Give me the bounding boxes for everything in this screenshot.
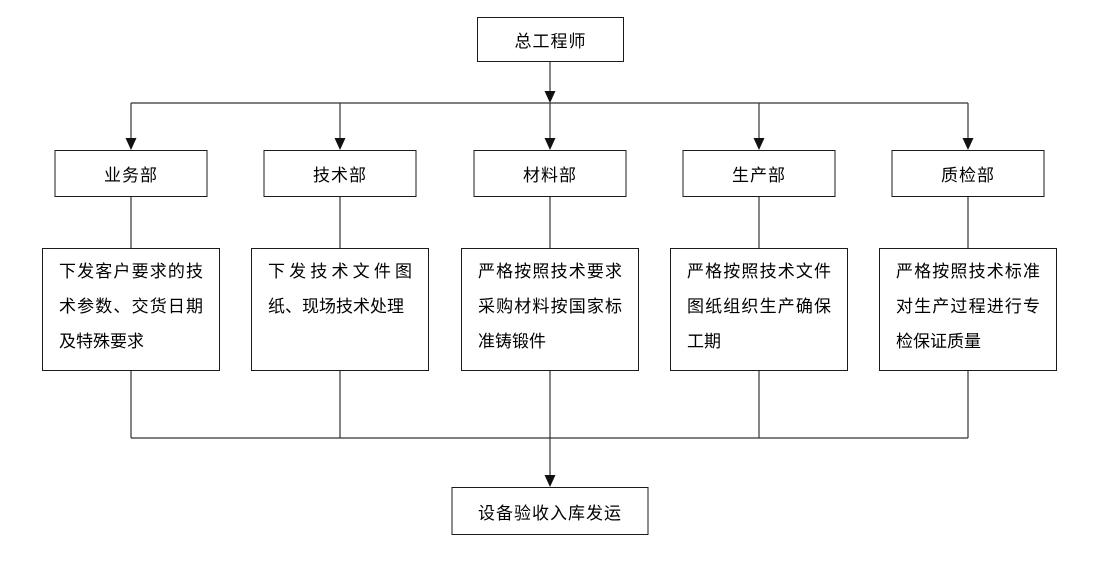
node-dept-quality-label: 质检部 [941, 166, 995, 185]
node-duty-materials: 严格按照技术要求采购材料按国家标准铸锻件 [461, 248, 639, 371]
node-dept-production: 生产部 [682, 150, 836, 197]
arrowhead-root-junction [544, 91, 556, 103]
node-chief-engineer: 总工程师 [477, 17, 624, 62]
arrowhead-dept-4 [962, 138, 974, 150]
node-dept-materials-label: 材料部 [523, 166, 577, 185]
arrowhead-sink [544, 475, 556, 487]
node-dept-technical: 技术部 [263, 150, 417, 197]
node-duty-technical: 下发技术文件图纸、现场技术处理 [251, 248, 429, 371]
node-dept-business-label: 业务部 [104, 166, 158, 185]
node-dept-business: 业务部 [54, 150, 208, 197]
node-acceptance-shipping-label: 设备验收入库发运 [478, 503, 622, 523]
node-dept-quality: 质检部 [891, 150, 1045, 197]
node-chief-engineer-label: 总工程师 [514, 32, 587, 51]
arrowhead-dept-3 [753, 138, 765, 150]
node-dept-materials: 材料部 [473, 150, 627, 197]
arrowhead-dept-1 [334, 138, 346, 150]
node-duty-business: 下发客户要求的技术参数、交货日期及特殊要求 [42, 248, 220, 371]
node-duty-production: 严格按照技术文件图纸组织生产确保工期 [670, 248, 848, 371]
node-acceptance-shipping: 设备验收入库发运 [451, 487, 649, 535]
arrowhead-dept-0 [125, 138, 137, 150]
node-dept-technical-label: 技术部 [313, 166, 367, 185]
node-duty-quality: 严格按照技术标准对生产过程进行专检保证质量 [879, 248, 1057, 371]
arrowhead-dept-2 [544, 138, 556, 150]
node-dept-production-label: 生产部 [732, 166, 786, 185]
